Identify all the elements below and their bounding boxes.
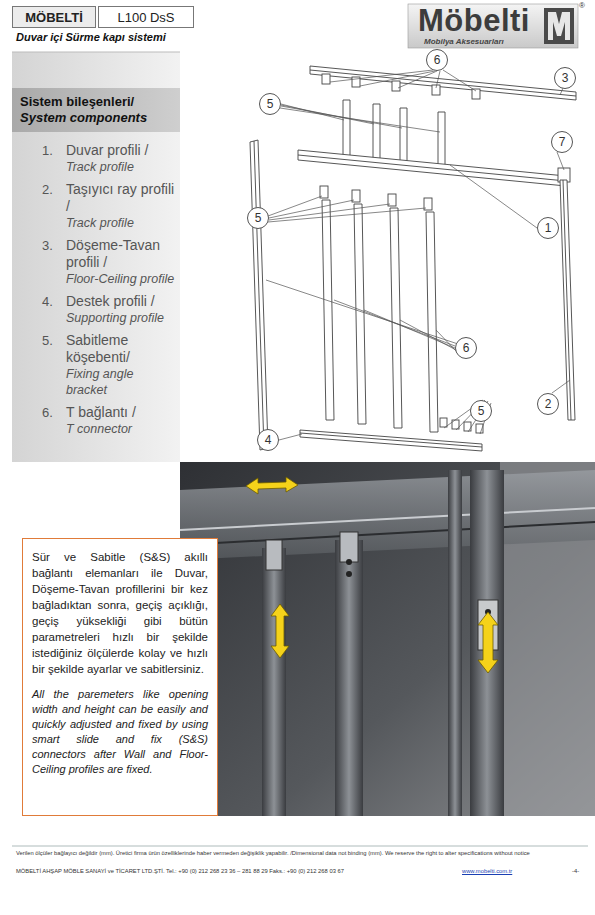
item-en: Track profile [66, 215, 176, 231]
note-box: Sür ve Sabitle (S&S) akıllı bağlantı ele… [22, 538, 218, 816]
callout-circle: 5 [470, 400, 492, 422]
company-line: MÖBELTİ AHŞAP MÖBLE SANAYİ ve TİCARET LT… [16, 867, 344, 875]
item-en: T connector [66, 421, 176, 437]
list-item: 2.Taşıyıcı ray profili /Track profile [42, 181, 178, 231]
item-en: Track profile [66, 159, 176, 175]
header-box: L100 DsS [98, 6, 194, 28]
subtitle: Duvar içi Sürme kapı sistemi [16, 31, 166, 43]
item-tr: Döşeme-Tavan profili / [66, 237, 176, 271]
item-tr: Destek profili / [66, 293, 176, 310]
callout-number: 6 [463, 341, 470, 355]
item-number: 1. [42, 142, 66, 175]
callout-circle: 5 [259, 93, 281, 115]
footer-rule [12, 846, 588, 847]
callout-number: 2 [545, 397, 552, 411]
item-text: Taşıyıcı ray profili /Track profile [66, 181, 176, 231]
list-item: 1.Duvar profili /Track profile [42, 142, 178, 175]
callout-circle: 5 [247, 207, 269, 229]
item-tr: Taşıyıcı ray profili / [66, 181, 176, 215]
header-text: MÖBELTİ [25, 10, 83, 25]
callout-circle: 7 [551, 131, 573, 153]
item-tr: Sabitleme köşebenti/ [66, 332, 176, 366]
list-item: 4.Destek profili /Supporting profile [42, 293, 178, 326]
product-photo [180, 462, 595, 816]
note-en: All the paremeters like opening width an… [32, 687, 208, 777]
page-number: -4- [572, 867, 579, 875]
callout-circle: 2 [537, 393, 559, 415]
list-item: 5.Sabitleme köşebenti/Fixing angle brack… [42, 332, 178, 398]
item-number: 3. [42, 237, 66, 287]
callout-circle: 1 [537, 217, 559, 239]
callout-number: 3 [562, 71, 569, 85]
heading-tr: Sistem bileşenleri/ [20, 94, 172, 110]
item-tr: Duvar profili / [66, 142, 176, 159]
component-list: 1.Duvar profili /Track profile2.Taşıyıcı… [42, 142, 178, 443]
item-en: Floor-Ceiling profile [66, 271, 176, 287]
disclaimer: Verilen ölçüler bağlayıcı değildir (mm).… [16, 849, 588, 857]
registered-mark: ® [579, 1, 585, 10]
leader-lines [266, 70, 570, 440]
list-item: 6.T bağlantı /T connector [42, 404, 178, 437]
callout-circle: 6 [455, 337, 477, 359]
callout-circle: 3 [554, 67, 576, 89]
logo-text: Möbelti [418, 3, 530, 39]
item-text: Destek profili /Supporting profile [66, 293, 176, 326]
callout-number: 4 [265, 433, 272, 447]
item-text: T bağlantı /T connector [66, 404, 176, 437]
list-item: 3.Döşeme-Tavan profili /Floor-Ceiling pr… [42, 237, 178, 287]
side-panel [12, 52, 180, 462]
callout-number: 6 [434, 53, 441, 67]
note-tr: Sür ve Sabitle (S&S) akıllı bağlantı ele… [32, 549, 208, 677]
callout-number: 5 [255, 211, 262, 225]
item-number: 6. [42, 404, 66, 437]
item-text: Döşeme-Tavan profili /Floor-Ceiling prof… [66, 237, 176, 287]
logo [408, 4, 578, 48]
callout-number: 1 [545, 221, 552, 235]
callout-number: 7 [559, 135, 566, 149]
callout-circle: 4 [257, 429, 279, 451]
website: www.mobelti.com.tr [462, 867, 512, 875]
header-box: MÖBELTİ [12, 6, 96, 28]
item-en: Supporting profile [66, 310, 176, 326]
exploded-view [250, 66, 576, 451]
item-tr: T bağlantı / [66, 404, 176, 421]
logo-tagline: Mobilya Aksesuarları [424, 37, 504, 46]
item-number: 4. [42, 293, 66, 326]
header-text: L100 DsS [117, 10, 174, 25]
heading-en: System components [20, 110, 172, 126]
item-text: Sabitleme köşebenti/Fixing angle bracket [66, 332, 176, 398]
item-text: Duvar profili /Track profile [66, 142, 176, 175]
item-en: Fixing angle bracket [66, 366, 176, 398]
callout-circle: 6 [426, 49, 448, 71]
item-number: 5. [42, 332, 66, 398]
callout-number: 5 [478, 404, 485, 418]
callout-number: 5 [267, 97, 274, 111]
heading-band: Sistem bileşenleri/System components [12, 88, 180, 132]
item-number: 2. [42, 181, 66, 231]
